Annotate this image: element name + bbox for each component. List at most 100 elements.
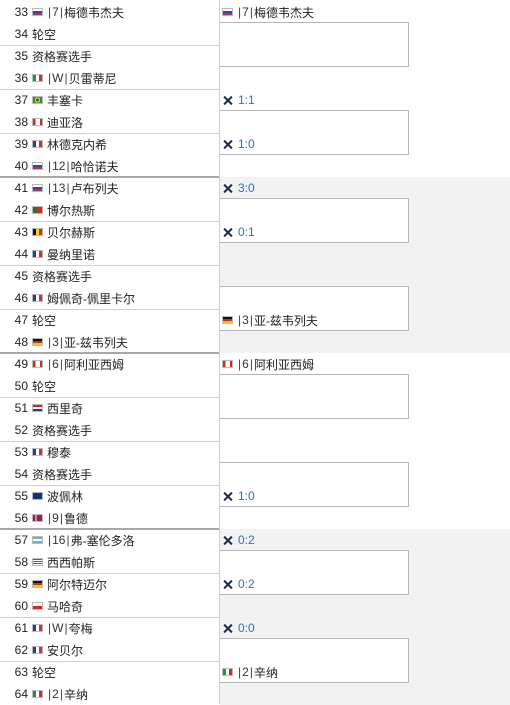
player-cell[interactable]: |12|哈恰诺夫 — [28, 155, 220, 177]
row-divider — [0, 45, 220, 46]
player-cell[interactable]: |13|卢布列夫 — [28, 177, 220, 199]
player-cell[interactable]: 姆佩奇-佩里卡尔 — [28, 287, 220, 309]
seed-separator: | — [238, 357, 242, 371]
player-name: 安贝尔 — [47, 643, 84, 658]
player-cell[interactable]: 轮空 — [28, 23, 220, 45]
player-name: 轮空 — [32, 379, 57, 394]
row-divider — [0, 661, 220, 662]
score-link[interactable]: 1:1 — [238, 93, 255, 107]
player-cell[interactable]: 贝尔赫斯 — [28, 221, 220, 243]
player-cell[interactable]: 轮空 — [28, 309, 220, 331]
advancing-player[interactable]: |6|阿利亚西姆 — [222, 353, 314, 375]
player-cell[interactable]: 林德克内希 — [28, 133, 220, 155]
player-cell[interactable]: 马哈奇 — [28, 595, 220, 617]
draw-position-number: 40 — [14, 159, 28, 173]
flag-icon-it — [32, 74, 43, 82]
player-cell[interactable]: 资格赛选手 — [28, 265, 220, 287]
score-link[interactable]: 0:0 — [238, 621, 255, 635]
player-name: 卢布列夫 — [70, 181, 119, 196]
draw-position-number: 34 — [14, 27, 28, 41]
player-cell[interactable]: 博尔热斯 — [28, 199, 220, 221]
player-name: 丰塞卡 — [47, 93, 84, 108]
player-cell[interactable]: |16|弗-塞伦多洛 — [28, 529, 220, 551]
player-name: 鲁德 — [63, 511, 88, 526]
player-cell[interactable]: |W|夸梅 — [28, 617, 220, 639]
player-name: 资格赛选手 — [32, 269, 93, 284]
crossed-rackets-icon — [222, 579, 233, 590]
player-cell[interactable]: 曼纳里诺 — [28, 243, 220, 265]
head-to-head-score[interactable]: 1:1 — [222, 89, 255, 111]
head-to-head-score[interactable]: 0:2 — [222, 529, 255, 551]
player-cell[interactable]: |7|梅德韦杰夫 — [28, 1, 220, 23]
seed-label: W — [52, 621, 64, 635]
seed-label: 2 — [52, 687, 59, 701]
head-to-head-score[interactable]: 1:0 — [222, 133, 255, 155]
flag-icon-fr — [32, 250, 43, 258]
draw-position-number: 39 — [14, 137, 28, 151]
score-link[interactable]: 0:2 — [238, 533, 255, 547]
head-to-head-score[interactable]: 3:0 — [222, 177, 255, 199]
player-cell[interactable]: 资格赛选手 — [28, 45, 220, 67]
player-cell[interactable]: |W|贝雷蒂尼 — [28, 67, 220, 89]
player-cell[interactable]: 丰塞卡 — [28, 89, 220, 111]
player-cell[interactable]: |9|鲁德 — [28, 507, 220, 529]
player-cell[interactable]: |6|阿利亚西姆 — [28, 353, 220, 375]
head-to-head-score[interactable]: 0:1 — [222, 221, 255, 243]
draw-position-number: 51 — [14, 401, 28, 415]
player-cell[interactable]: 阿尔特迈尔 — [28, 573, 220, 595]
crossed-rackets-icon — [222, 491, 233, 502]
advancing-player[interactable]: |3|亚-兹韦列夫 — [222, 309, 318, 331]
match-connector-box — [220, 22, 409, 67]
player-name: 梅德韦杰夫 — [63, 5, 124, 20]
player-name: 轮空 — [32, 313, 57, 328]
player-name: 轮空 — [32, 665, 57, 680]
advancing-player[interactable]: |7|梅德韦杰夫 — [222, 1, 314, 23]
player-cell[interactable]: 穆泰 — [28, 441, 220, 463]
flag-icon-ca — [32, 360, 43, 368]
flag-icon-fr — [32, 624, 43, 632]
player-cell[interactable]: |2|辛纳 — [28, 683, 220, 705]
player-cell[interactable]: 西西帕斯 — [28, 551, 220, 573]
score-link[interactable]: 1:0 — [238, 489, 255, 503]
match-connector-box — [220, 462, 409, 507]
draw-position-number: 43 — [14, 225, 28, 239]
head-to-head-score[interactable]: 0:2 — [222, 573, 255, 595]
match-connector-box — [220, 198, 409, 243]
advancing-player[interactable]: |2|辛纳 — [222, 661, 278, 683]
player-name: 波佩林 — [47, 489, 84, 504]
head-to-head-score[interactable]: 0:0 — [222, 617, 255, 639]
seed-separator: | — [66, 533, 70, 547]
seed-separator: | — [48, 357, 52, 371]
score-link[interactable]: 0:1 — [238, 225, 255, 239]
crossed-rackets-icon — [222, 95, 233, 106]
player-cell[interactable]: 安贝尔 — [28, 639, 220, 661]
player-cell[interactable]: |3|亚-兹韦列夫 — [28, 331, 220, 353]
draw-position-number: 45 — [14, 269, 28, 283]
score-link[interactable]: 1:0 — [238, 137, 255, 151]
score-link[interactable]: 0:2 — [238, 577, 255, 591]
draw-line: 36|W|贝雷蒂尼 — [0, 67, 220, 89]
player-cell[interactable]: 轮空 — [28, 375, 220, 397]
player-cell[interactable]: 资格赛选手 — [28, 419, 220, 441]
draw-line: 57|16|弗-塞伦多洛 — [0, 529, 220, 551]
draw-line: 40|12|哈恰诺夫 — [0, 155, 220, 177]
draw-line: 61|W|夸梅 — [0, 617, 220, 639]
head-to-head-score[interactable]: 1:0 — [222, 485, 255, 507]
player-cell[interactable]: 迪亚洛 — [28, 111, 220, 133]
score-link[interactable]: 3:0 — [238, 181, 255, 195]
player-cell[interactable]: 资格赛选手 — [28, 463, 220, 485]
player-name: 夸梅 — [68, 621, 93, 636]
seed-separator: | — [249, 665, 253, 679]
player-cell[interactable]: 西里奇 — [28, 397, 220, 419]
flag-icon-ru — [32, 184, 43, 192]
flag-icon-au — [32, 492, 43, 500]
seed-separator: | — [48, 5, 52, 19]
player-cell[interactable]: 波佩林 — [28, 485, 220, 507]
flag-icon-ru — [32, 8, 43, 16]
draw-position-number: 55 — [14, 489, 28, 503]
player-cell[interactable]: 轮空 — [28, 661, 220, 683]
